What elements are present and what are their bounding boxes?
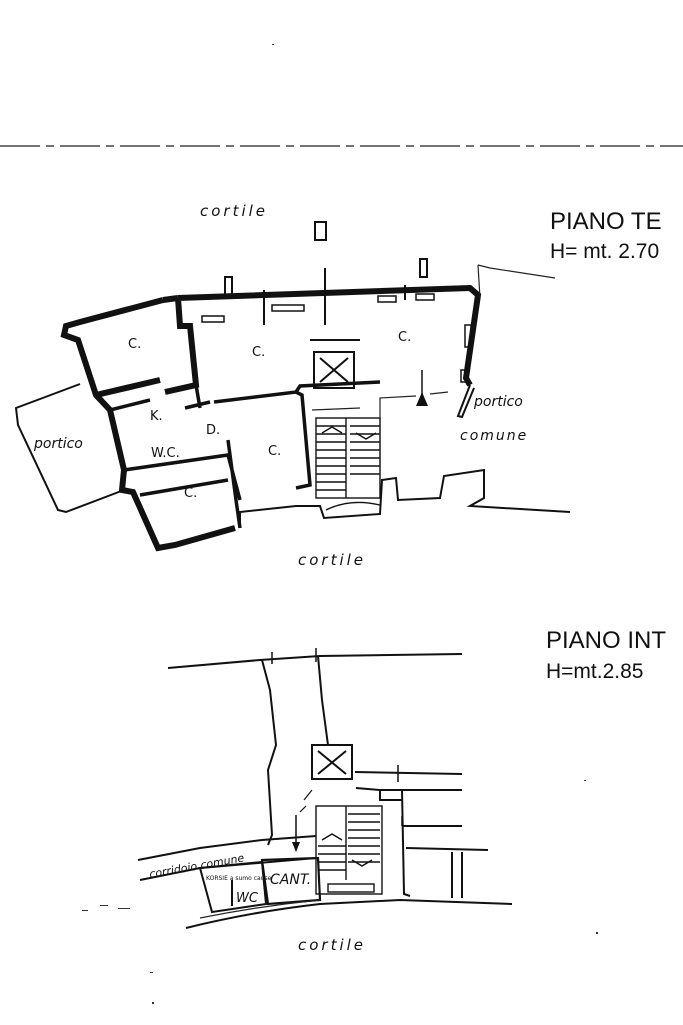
label-cortile-basement: cortile — [298, 936, 366, 954]
basement-top-line — [167, 653, 463, 669]
ground-floor-inner-walls — [109, 380, 381, 529]
basement-corridor-walls — [261, 655, 329, 846]
room-label-kitchen: K. — [150, 409, 163, 424]
ground-floor-title: PIANO TE — [550, 208, 662, 235]
ground-inner-portico-lines — [311, 391, 449, 470]
portico-left-outline — [14, 383, 125, 514]
label-comune: comune — [460, 428, 528, 444]
basement-bottom-curve — [185, 898, 513, 929]
room-label: C. — [128, 337, 141, 352]
basement-plan: corridoio comune KORSIE a sumo cause WC … — [137, 627, 666, 954]
room-label-wc: W.C. — [151, 446, 180, 461]
small-arrow-mark — [299, 789, 313, 813]
label-small-note: KORSIE a sumo cause — [206, 875, 272, 882]
right-courtyard-line — [477, 264, 556, 279]
room-label: C. — [184, 486, 197, 501]
label-portico-right: portico — [473, 394, 523, 410]
staircase-ground — [315, 417, 381, 511]
label-cortile-top: cortile — [200, 202, 268, 220]
ground-floor-window-marks — [201, 293, 472, 383]
label-wc-basement: WC — [236, 891, 259, 906]
room-label: C. — [252, 345, 265, 360]
elevator-shaft-basement — [311, 744, 353, 780]
label-portico-left: portico — [33, 436, 83, 452]
room-label-d: D. — [206, 423, 220, 438]
ground-floor-height: H= mt. 2.70 — [550, 240, 659, 263]
basement-tick-marks — [271, 648, 317, 664]
basement-height: H=mt.2.85 — [546, 660, 643, 683]
staircase-basement — [315, 805, 383, 895]
ground-floor-plan: cortile cortile portico portico comune C… — [14, 202, 662, 569]
label-cantina: CANT. — [270, 872, 311, 888]
scan-specks — [82, 44, 598, 1004]
label-cortile-bottom: cortile — [298, 551, 366, 569]
room-label: C. — [268, 444, 281, 459]
right-court-edge — [477, 264, 481, 299]
portico-right-outline — [456, 384, 475, 419]
basement-bottom-inner — [199, 899, 321, 919]
basement-right-marks — [397, 765, 403, 826]
ground-floor-lower-edge — [239, 468, 571, 528]
basement-right-walls — [354, 771, 489, 898]
elevator-shaft-ground — [310, 339, 360, 389]
room-label: C. — [398, 330, 411, 345]
wc-room — [198, 860, 268, 914]
corridor-arrowhead-icon — [292, 842, 300, 852]
basement-title: PIANO INT — [546, 627, 666, 654]
courtyard-posts — [224, 221, 428, 325]
